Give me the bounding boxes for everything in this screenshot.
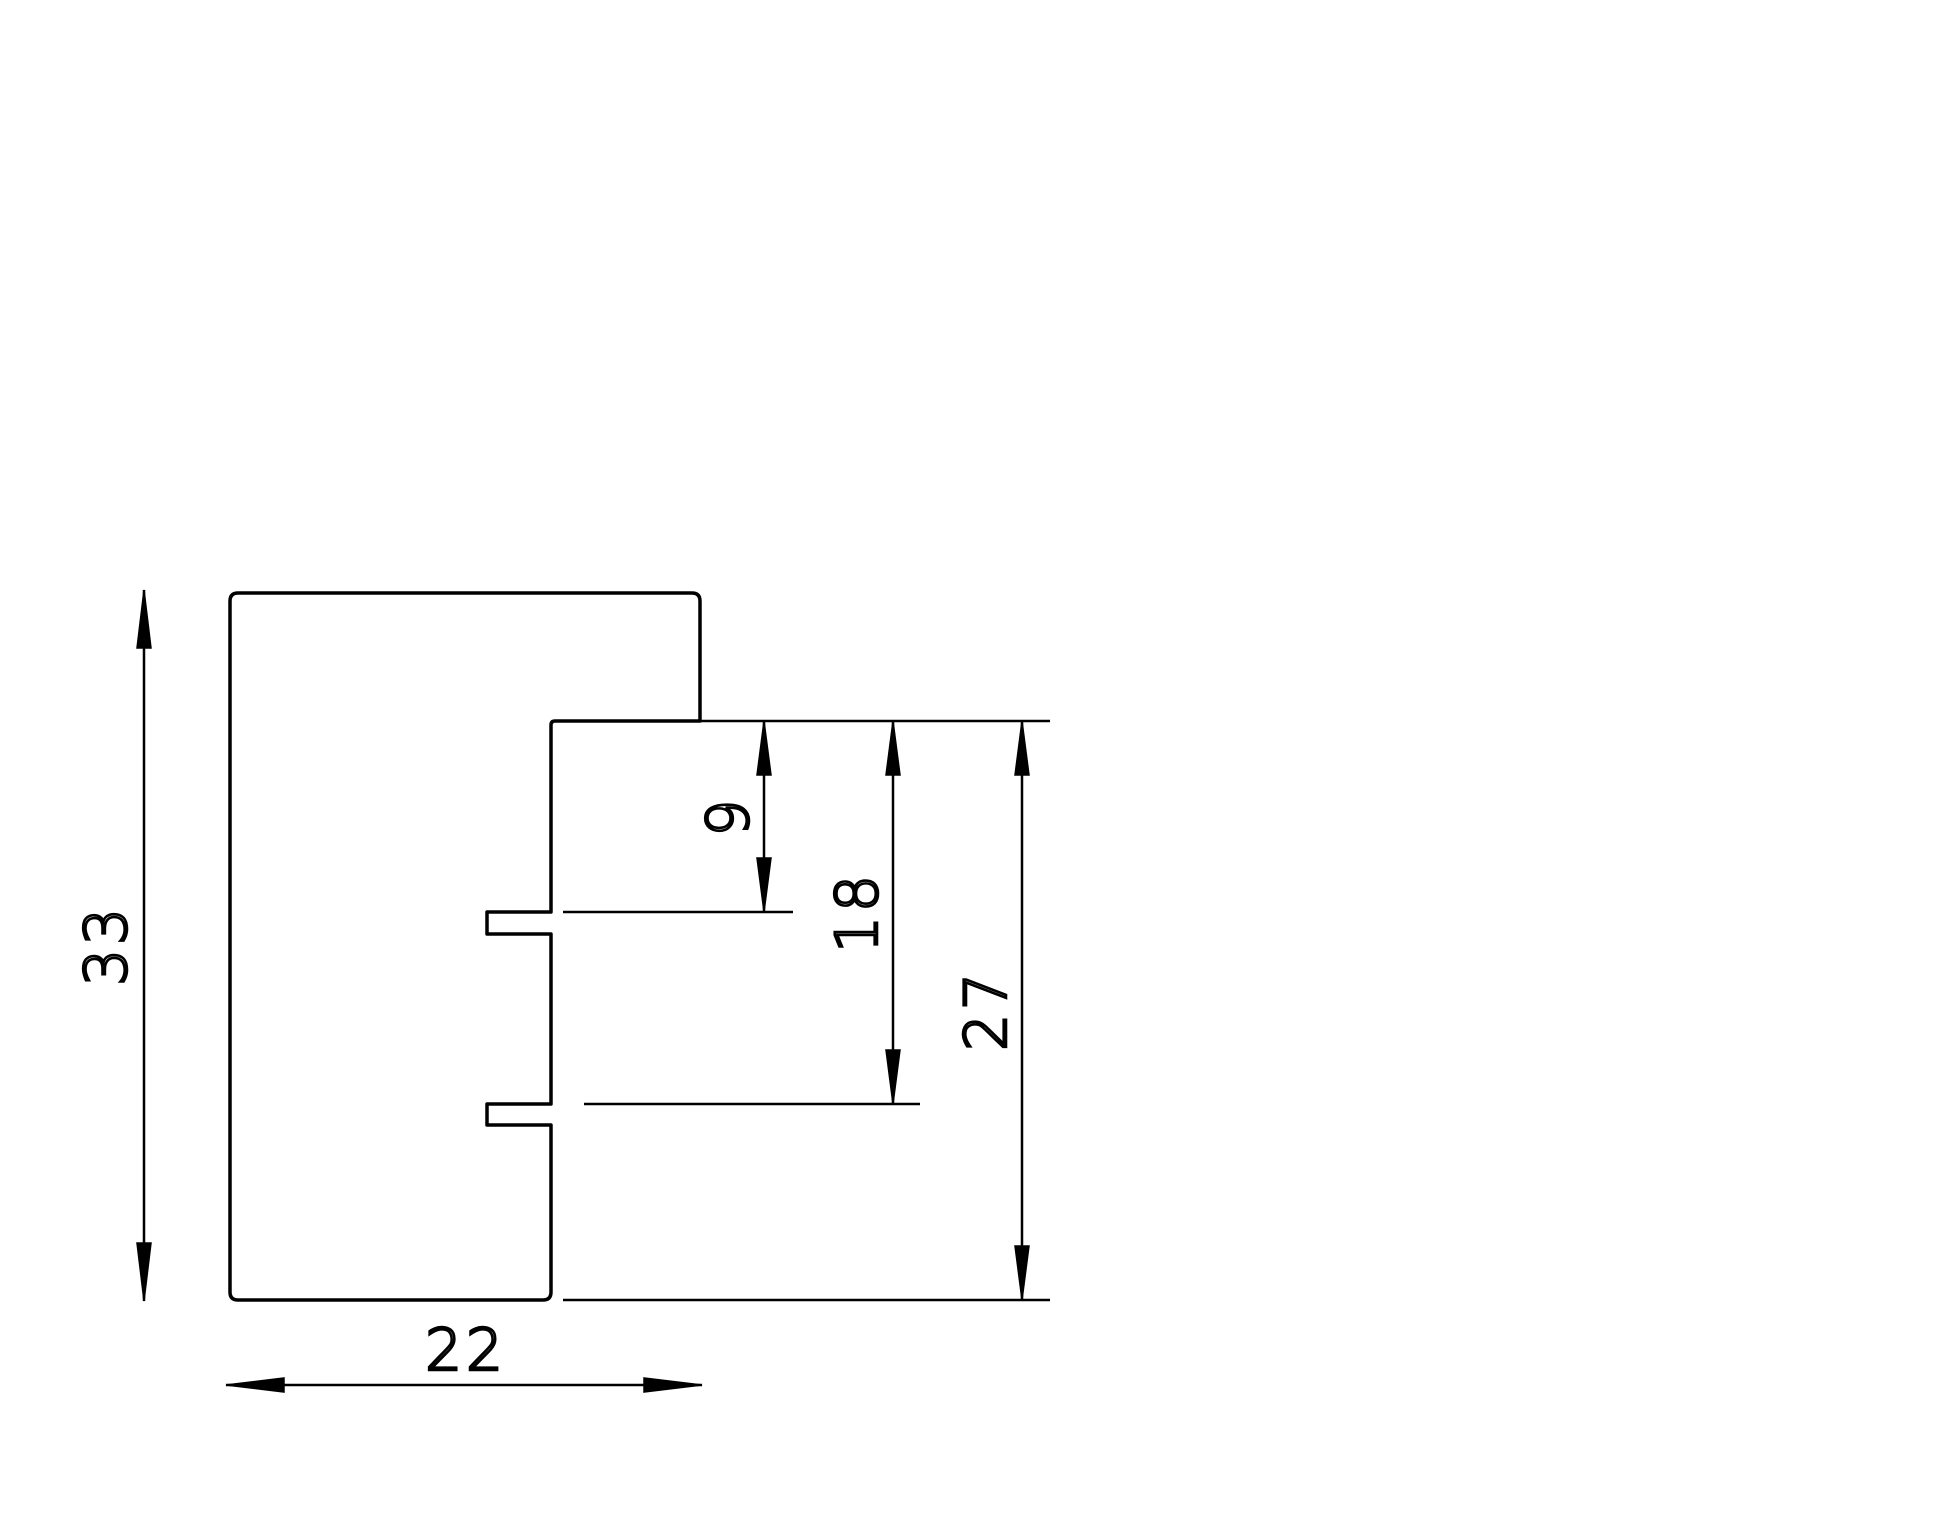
dimension-groove-2: 18 [822,720,901,1105]
arrow-22-right [643,1377,703,1393]
profile-outline [228,591,702,1302]
arrow-9-bottom [756,857,772,913]
dimension-label-18: 18 [823,871,891,953]
arrow-33-top [136,589,152,649]
arrow-18-bottom [885,1049,901,1105]
dimension-rebate-depth: 27 [951,720,1030,1301]
arrow-33-bottom [136,1242,152,1302]
dimension-overall-height: 33 [71,589,152,1302]
arrow-27-bottom [1014,1245,1030,1301]
dimension-label-9: 9 [694,796,762,837]
dimension-label-33: 33 [72,904,140,986]
dimension-label-27: 27 [952,969,1020,1051]
arrow-22-left [225,1377,285,1393]
dimension-groove-1: 9 [693,720,772,913]
arrow-18-top [885,720,901,776]
dimension-label-22: 22 [425,1316,507,1384]
arrow-9-top [756,720,772,776]
arrow-27-top [1014,720,1030,776]
dimension-overall-width: 22 [225,1315,703,1393]
